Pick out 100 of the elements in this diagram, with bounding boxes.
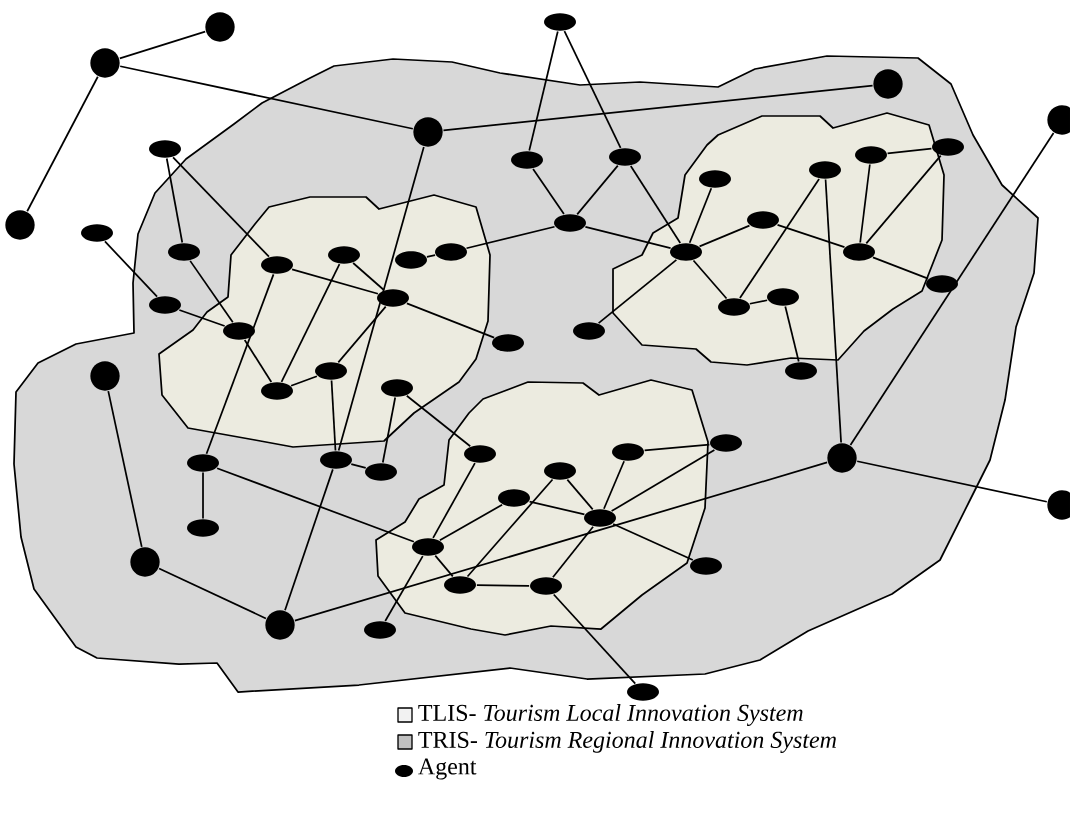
connection-line xyxy=(158,567,267,620)
connection-line xyxy=(859,163,871,244)
agent-dot xyxy=(381,379,413,397)
agent-dot xyxy=(90,48,120,78)
connection-line xyxy=(294,461,828,622)
connection-line xyxy=(528,500,586,516)
connection-line xyxy=(886,147,933,155)
connection-line xyxy=(566,478,594,511)
agent-dot xyxy=(827,443,857,473)
agent-dot xyxy=(395,251,427,269)
connection-line xyxy=(405,394,472,448)
connection-line xyxy=(476,584,530,587)
agent-dot xyxy=(511,151,543,169)
agent-dot xyxy=(261,256,293,274)
connection-line xyxy=(692,259,728,300)
connection-line xyxy=(610,449,716,512)
agent-dot xyxy=(932,138,964,156)
connection-line xyxy=(205,273,275,455)
connection-line xyxy=(865,154,942,245)
agent-dot xyxy=(690,557,722,575)
agent-dot xyxy=(364,621,396,639)
legend-text: Agent xyxy=(418,758,477,780)
connection-line xyxy=(118,30,207,60)
agent-dot xyxy=(149,296,181,314)
connection-line xyxy=(442,84,874,132)
connection-line xyxy=(698,224,751,248)
connection-line xyxy=(629,165,682,244)
agent-dot xyxy=(81,224,113,242)
agent-dot xyxy=(609,148,641,166)
agent-dot xyxy=(670,243,702,261)
connection-line xyxy=(532,168,565,215)
connection-line xyxy=(426,254,436,258)
agent-dot xyxy=(809,161,841,179)
agent-dot xyxy=(699,170,731,188)
connection-line xyxy=(165,157,184,244)
connection-line xyxy=(406,302,495,339)
agent-dot xyxy=(168,243,200,261)
connection-line xyxy=(337,146,425,452)
connection-line xyxy=(350,463,367,469)
connection-line xyxy=(434,554,454,578)
agent-dot xyxy=(873,69,903,99)
agent-dot xyxy=(785,362,817,380)
connection-line xyxy=(381,396,397,464)
connection-line xyxy=(784,305,800,363)
agent-dot xyxy=(205,12,235,42)
connection-line xyxy=(643,443,711,452)
agent-dot xyxy=(149,140,181,158)
agent-dot xyxy=(492,334,524,352)
connection-line xyxy=(856,460,1048,503)
connection-line xyxy=(466,478,554,578)
agent-dot xyxy=(187,519,219,537)
connection-line xyxy=(26,75,99,213)
agent-dot xyxy=(710,434,742,452)
connection-line xyxy=(172,156,270,258)
agent-dot xyxy=(412,538,444,556)
connection-line xyxy=(528,30,559,152)
connection-line xyxy=(290,375,318,387)
agent-dot xyxy=(498,489,530,507)
connection-line xyxy=(384,555,424,622)
agent-dot xyxy=(130,547,160,577)
agent-dot xyxy=(855,146,887,164)
agent-dot xyxy=(530,577,562,595)
connection-line xyxy=(104,240,158,298)
connection-line xyxy=(603,460,625,510)
agent-dot xyxy=(718,298,750,316)
connection-line xyxy=(849,132,1055,446)
legend-text: TRIS- Tourism Regional Innovation System xyxy=(418,731,836,753)
agent-dot xyxy=(544,462,576,480)
connection-line xyxy=(119,65,414,130)
agent-dot xyxy=(435,243,467,261)
connection-line xyxy=(439,503,503,542)
agent-dot xyxy=(464,445,496,463)
connection-line xyxy=(872,256,929,280)
connection-line xyxy=(824,178,842,444)
agent-dot xyxy=(90,361,120,391)
agent-dot xyxy=(926,275,958,293)
agent-dot xyxy=(5,210,35,240)
agent-dot xyxy=(320,451,352,469)
connection-line xyxy=(330,379,337,452)
agent-dot xyxy=(554,214,586,232)
connection-line xyxy=(284,468,334,612)
legend-text: TLIS- Tourism Local Innovation System xyxy=(418,704,803,726)
connection-line xyxy=(584,226,672,249)
connection-line xyxy=(291,268,379,295)
connection-line xyxy=(107,390,143,548)
agent-dot xyxy=(544,13,576,31)
agent-dot xyxy=(265,610,295,640)
connection-line xyxy=(576,164,619,216)
connection-line xyxy=(189,260,234,323)
connection-line xyxy=(563,30,622,149)
agent-dot xyxy=(584,509,616,527)
agent-dot xyxy=(573,322,605,340)
agent-dot xyxy=(187,454,219,472)
agent-dot xyxy=(413,117,443,147)
agent-dot xyxy=(261,382,293,400)
agent-dot xyxy=(223,322,255,340)
connection-line xyxy=(465,225,556,250)
agent-dot xyxy=(627,683,659,701)
connection-line xyxy=(776,223,846,249)
agent-dot xyxy=(444,576,476,594)
